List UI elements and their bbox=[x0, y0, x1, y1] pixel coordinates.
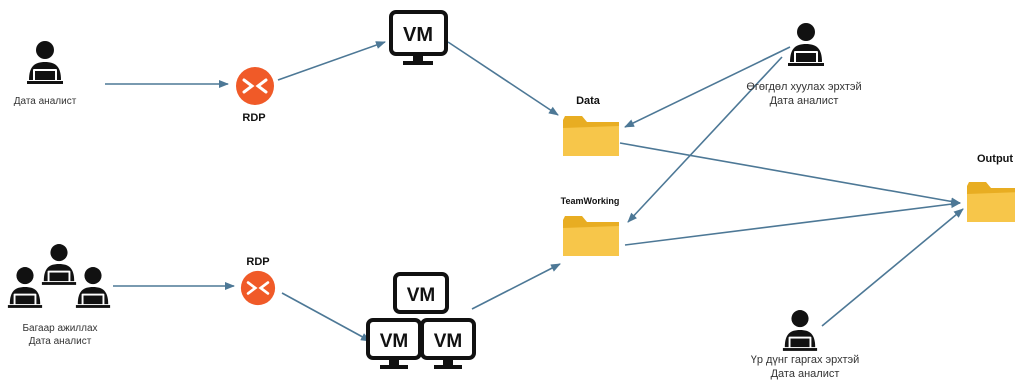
person-laptop-icon bbox=[788, 23, 824, 66]
vm-monitor-icon bbox=[420, 318, 476, 360]
folder-data: Data bbox=[563, 95, 619, 156]
rdp-top-label: RDP bbox=[242, 112, 265, 124]
arrow-data-to-output bbox=[619, 142, 961, 206]
person-laptop-icon bbox=[75, 267, 111, 308]
folder-icon bbox=[967, 182, 1015, 222]
analyst-data-access-line1: Өгөгдөл хуулах эрхтэй bbox=[746, 81, 861, 93]
person-laptop-icon bbox=[782, 310, 818, 351]
arrow-rdp-bottom-to-vms bbox=[281, 292, 371, 342]
analyst-group-label-line2: Дата аналист bbox=[29, 336, 92, 347]
vm-stack-left-label: VM bbox=[380, 331, 409, 352]
vm-stand bbox=[443, 359, 453, 366]
analyst-data-access-line2: Дата аналист bbox=[770, 95, 839, 107]
arrows bbox=[105, 41, 964, 342]
vm-base bbox=[434, 365, 462, 369]
vm-top: VM bbox=[389, 10, 448, 65]
vm-base bbox=[380, 365, 408, 369]
analyst-output-access: Үр дүнг гаргах эрхтэй Дата аналист bbox=[751, 310, 860, 380]
vm-stack-top-label: VM bbox=[407, 285, 436, 306]
rdp-bottom-label: RDP bbox=[246, 256, 269, 268]
rdp-icon bbox=[240, 270, 276, 306]
rdp-top: RDP bbox=[235, 66, 275, 124]
analyst-group-label-line1: Багаар ажиллах bbox=[22, 323, 97, 334]
arrow-vm-to-data bbox=[447, 41, 559, 116]
arrow-rdp-top-to-vm bbox=[277, 41, 386, 81]
arrow-outputuser-to-output bbox=[821, 208, 964, 327]
rdp-icon bbox=[235, 66, 275, 106]
person-laptop-icon bbox=[7, 267, 43, 308]
analyst-single: Дата аналист bbox=[14, 41, 77, 107]
person-laptop-icon bbox=[27, 41, 63, 84]
rdp-bottom: RDP bbox=[240, 256, 276, 306]
vm-top-label: VM bbox=[403, 24, 433, 46]
vm-base bbox=[403, 61, 433, 65]
person-laptop-icon bbox=[41, 244, 77, 285]
arrow-vms-to-teamworking bbox=[471, 263, 561, 310]
analyst-single-label: Дата аналист bbox=[14, 96, 77, 107]
analyst-group: Багаар ажиллах Дата аналист bbox=[7, 244, 111, 347]
analyst-output-access-line1: Үр дүнг гаргах эрхтэй bbox=[751, 354, 860, 366]
analyst-data-access: Өгөгдөл хуулах эрхтэй Дата аналист bbox=[746, 23, 862, 107]
vm-stand bbox=[389, 359, 399, 366]
arrow-copyuser-to-teamworking bbox=[627, 56, 783, 223]
folder-data-label: Data bbox=[576, 95, 601, 107]
folder-icon bbox=[563, 116, 619, 156]
folder-teamworking-label: TeamWorking bbox=[561, 196, 620, 206]
analyst-output-access-line2: Дата аналист bbox=[771, 368, 840, 380]
folder-icon bbox=[563, 216, 619, 256]
vm-monitor-icon bbox=[389, 10, 448, 56]
vm-monitor-icon bbox=[393, 272, 449, 314]
vm-stack-right-label: VM bbox=[434, 331, 463, 352]
arrow-teamworking-to-output bbox=[624, 200, 961, 246]
folder-output: Output bbox=[967, 153, 1015, 222]
folder-output-label: Output bbox=[977, 153, 1013, 165]
folder-teamworking: TeamWorking bbox=[561, 196, 620, 256]
vm-stand bbox=[413, 55, 423, 62]
arrow-copyuser-to-data bbox=[624, 46, 791, 128]
vm-stack: VM VM VM bbox=[366, 272, 476, 369]
